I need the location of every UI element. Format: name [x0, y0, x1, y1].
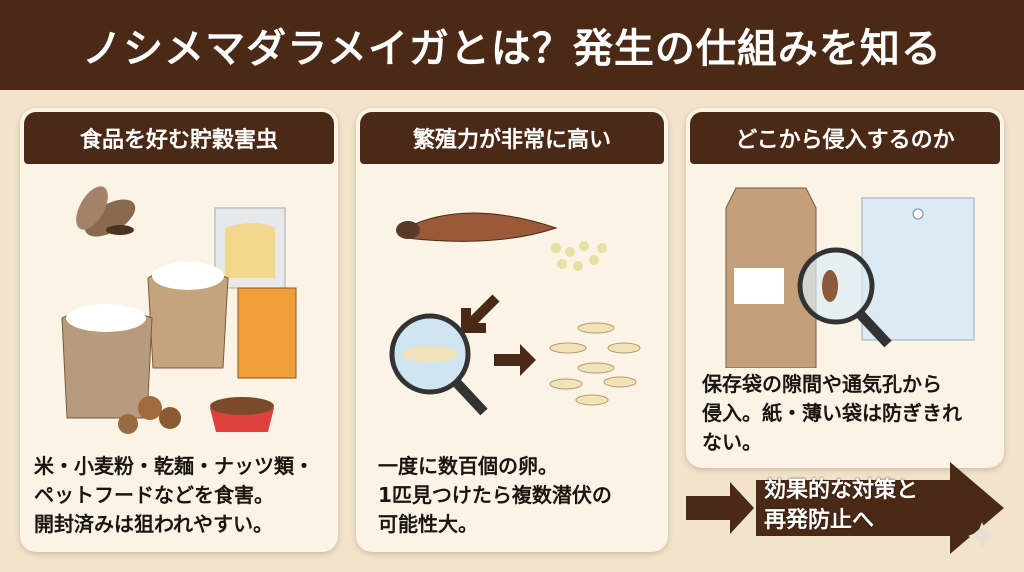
food-moth-illustration: [61, 186, 297, 434]
page-title: ノシメマダラメイガとは？発生の仕組みを知る: [82, 26, 942, 72]
panel-reproduction: 繁殖力が非常に高い 一度に数百個の卵。 1匹見つけたら複数潜伏の 可能性大。: [356, 108, 668, 552]
magnifier-icon: [389, 313, 488, 416]
panel-heading: どこから侵入するのか: [690, 112, 1000, 164]
desc-line: 開封済みは狙われやすい。: [34, 512, 273, 536]
reproduction-illustration: [389, 212, 641, 416]
panel-description: 米・小麦粉・乾麺・ナッツ類・ ペットフードなどを食害。 開封済みは狙われやすい。: [34, 452, 328, 539]
callout-text: 効果的な対策と 再発防止へ: [764, 476, 918, 536]
panel-description: 一度に数百個の卵。 1匹見つけたら複数潜伏の 可能性大。: [378, 452, 658, 539]
magnifier-icon: [797, 247, 892, 348]
plastic-bag-icon: [861, 197, 975, 341]
desc-line: ない。: [702, 430, 762, 454]
next-step-callout[interactable]: 効果的な対策と 再発防止へ: [686, 462, 1004, 554]
panel-heading: 繁殖力が非常に高い: [360, 112, 664, 164]
desc-line: 保存袋の隙間や通気孔から: [702, 372, 942, 396]
desc-line: 米・小麦粉・乾麺・ナッツ類・: [34, 454, 314, 478]
panel-food-pest: 食品を好む貯穀害虫 米・小麦粉・乾麺・ナッツ類・ ペットフードなどを食害。 開封…: [20, 108, 338, 552]
panel-intrusion: どこから侵入するのか 保存袋の隙間や通気孔から 侵入。紙・薄い袋は防ぎきれ ない…: [686, 108, 1004, 468]
desc-line: 可能性大。: [378, 512, 478, 536]
desc-line: ペットフードなどを食害。: [34, 483, 274, 507]
intrusion-illustration: [725, 187, 975, 368]
title-banner: ノシメマダラメイガとは？発生の仕組みを知る: [0, 0, 1024, 90]
desc-line: 侵入。紙・薄い袋は防ぎきれ: [702, 401, 962, 425]
arrow-icon: [686, 462, 1004, 554]
eggs-icon: [551, 241, 607, 271]
moth-icon: [396, 212, 558, 242]
panel-description: 保存袋の隙間や通気孔から 侵入。紙・薄い袋は防ぎきれ ない。: [702, 370, 994, 457]
desc-line: 1匹見つけたら複数潜伏の: [378, 483, 612, 507]
sparkle-icon: [968, 522, 996, 550]
paper-bag-icon: [725, 187, 817, 368]
callout-line: 効果的な対策と: [764, 478, 919, 503]
moth-icon: [76, 186, 136, 237]
desc-line: 一度に数百個の卵。: [378, 454, 558, 478]
callout-line: 再発防止へ: [764, 508, 875, 533]
panel-heading: 食品を好む貯穀害虫: [24, 112, 334, 164]
